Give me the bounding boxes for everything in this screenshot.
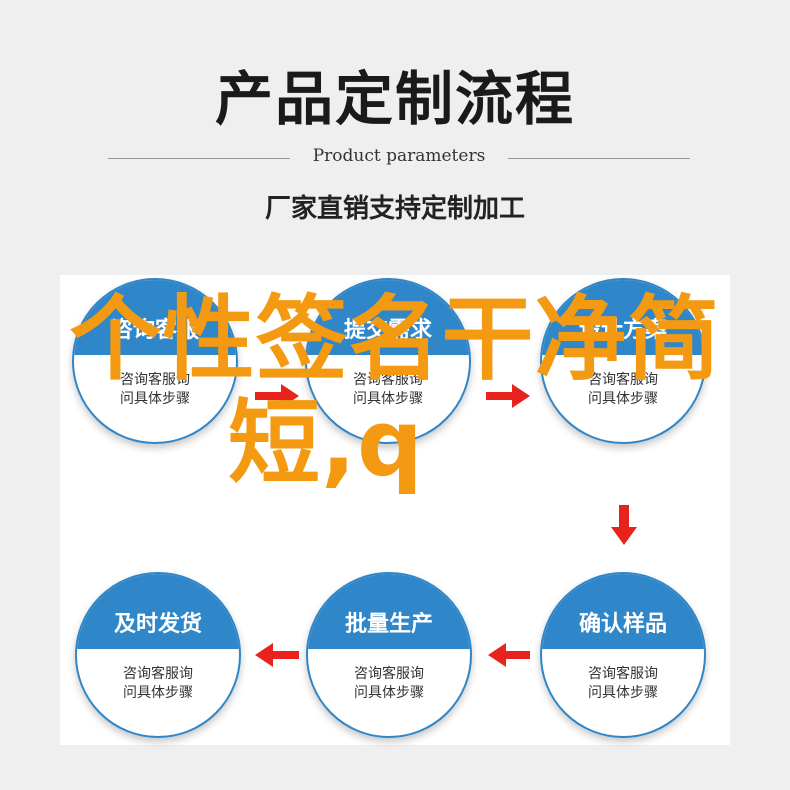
step-description: 咨询客服询 问具体步骤: [542, 371, 704, 409]
step-title: 设计方案: [542, 280, 704, 355]
step-title: 咨询客服: [74, 280, 236, 355]
step-desc-line: 咨询客服询: [353, 371, 423, 388]
step-description: 咨询客服询 问具体步骤: [74, 371, 236, 409]
tagline: 厂家直销支持定制加工: [264, 194, 525, 224]
step-title: 提交需求: [307, 280, 469, 355]
arrow-right-icon: [255, 384, 299, 408]
right-divider: [508, 158, 690, 159]
step-title: 批量生产: [308, 574, 470, 649]
arrow-down-icon: [611, 505, 637, 545]
step-title: 确认样品: [542, 574, 704, 649]
overlay-caption: 个性签名干净简 短,q: [0, 288, 790, 496]
step-desc-line: 咨询客服询: [354, 665, 424, 682]
step-description: 咨询客服询 问具体步骤: [77, 665, 239, 703]
step-desc-line: 咨询客服询: [120, 371, 190, 388]
step-desc-line: 问具体步骤: [354, 684, 424, 701]
step-desc-line: 咨询客服询: [123, 665, 193, 682]
step-desc-line: 问具体步骤: [123, 684, 193, 701]
flow-step-ship: 及时发货 咨询客服询 问具体步骤: [75, 572, 241, 738]
overlay-line: 个性签名干净简: [69, 286, 721, 393]
step-desc-line: 咨询客服询: [588, 665, 658, 682]
step-title: 及时发货: [77, 574, 239, 649]
flow-step-design: 设计方案 咨询客服询 问具体步骤: [540, 278, 706, 444]
step-description: 咨询客服询 问具体步骤: [307, 371, 469, 409]
step-desc-line: 问具体步骤: [588, 390, 658, 407]
step-desc-line: 问具体步骤: [120, 390, 190, 407]
flow-step-submit: 提交需求 咨询客服询 问具体步骤: [305, 278, 471, 444]
flow-step-consult: 咨询客服 咨询客服询 问具体步骤: [72, 278, 238, 444]
step-description: 咨询客服询 问具体步骤: [308, 665, 470, 703]
step-description: 咨询客服询 问具体步骤: [542, 665, 704, 703]
flow-step-production: 批量生产 咨询客服询 问具体步骤: [306, 572, 472, 738]
step-desc-line: 问具体步骤: [353, 390, 423, 407]
step-desc-line: 问具体步骤: [588, 684, 658, 701]
page-title: 产品定制流程: [214, 65, 575, 133]
arrow-left-icon: [255, 643, 299, 667]
flow-step-sample: 确认样品 咨询客服询 问具体步骤: [540, 572, 706, 738]
subtitle-row: Product parameters: [108, 144, 690, 172]
left-divider: [108, 158, 290, 159]
step-desc-line: 咨询客服询: [588, 371, 658, 388]
arrow-right-icon: [486, 384, 530, 408]
subtitle: Product parameters: [312, 146, 486, 166]
overlay-line: 短,q: [228, 390, 424, 497]
arrow-left-icon: [488, 643, 530, 667]
